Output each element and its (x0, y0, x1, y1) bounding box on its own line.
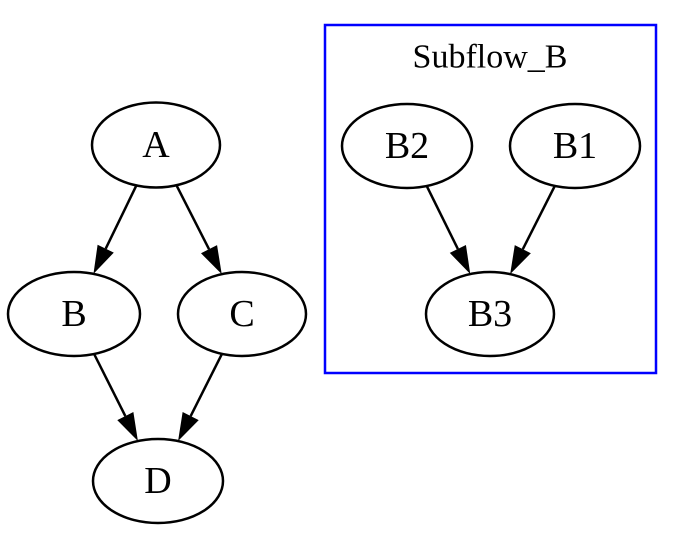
arrowhead-icon (117, 411, 138, 442)
arrowhead-icon (449, 244, 471, 275)
cluster-subflow-b: Subflow_B (323, 23, 658, 375)
edge-b1-b3 (510, 185, 556, 275)
arrowhead-icon (178, 411, 199, 442)
arrowhead-icon (93, 244, 114, 274)
node-label-a: A (142, 124, 170, 166)
node-ellipse-d (91, 437, 225, 525)
edge-a-c (175, 184, 222, 275)
node-ellipse-b1 (508, 102, 642, 190)
node-label-b1: B1 (553, 125, 597, 167)
edge-line (104, 184, 138, 250)
edge-line (425, 185, 459, 250)
edge-line (521, 185, 556, 250)
node-label-b: B (61, 293, 86, 335)
node-label-b3: B3 (468, 293, 512, 335)
node-ellipse-c (176, 270, 308, 358)
node-d: D (91, 437, 225, 525)
arrowhead-icon (510, 245, 531, 275)
node-ellipse-b3 (424, 270, 556, 358)
node-ellipse-a (90, 101, 222, 189)
edge-a-b (93, 184, 138, 274)
node-ellipse-b2 (340, 102, 474, 190)
cluster-title: Subflow_B (413, 39, 568, 76)
edge-b-d (93, 353, 138, 442)
node-b1: B1 (508, 102, 642, 190)
arrowhead-icon (201, 245, 222, 275)
node-label-d: D (144, 460, 171, 502)
node-b2: B2 (340, 102, 474, 190)
node-b3: B3 (424, 270, 556, 358)
edge-c-d (178, 353, 224, 442)
edge-line (189, 353, 224, 417)
node-label-c: C (229, 293, 254, 335)
node-c: C (176, 270, 308, 358)
node-ellipse-b (6, 270, 142, 358)
node-b: B (6, 270, 142, 358)
cluster-border (323, 23, 658, 375)
edge-b2-b3 (425, 185, 471, 275)
edge-line (93, 353, 127, 417)
node-label-b2: B2 (385, 125, 429, 167)
edge-line (175, 184, 211, 250)
node-a: A (90, 101, 222, 189)
